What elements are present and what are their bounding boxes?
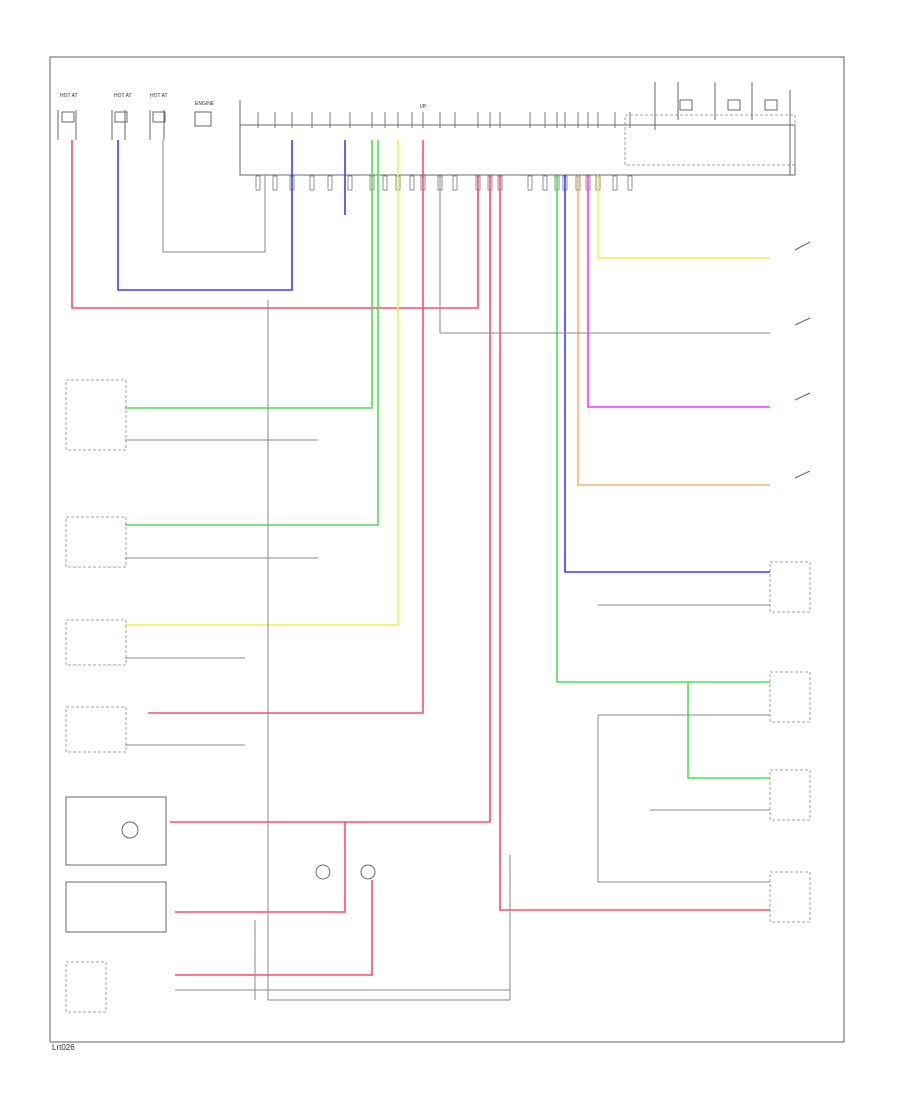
wire-green-group (125, 140, 770, 779)
switch-group-top-right (654, 82, 791, 175)
connector-terminal (309, 175, 315, 191)
connector-terminal (542, 175, 548, 191)
connector-terminal (347, 175, 353, 191)
svg-text:ENGINE: ENGINE (195, 101, 215, 107)
diagram-reference-code: Lrt026 (52, 1043, 75, 1052)
connector-terminal (527, 175, 533, 191)
connector-terminal (382, 175, 388, 191)
svg-text:HOT AT: HOT AT (60, 93, 78, 99)
wire-gray-group (125, 140, 770, 1001)
connector-terminal (452, 175, 458, 191)
connector-terminal (272, 175, 278, 191)
fuse-block-left: HOT AT HOT AT HOT AT ENGINE (57, 93, 215, 140)
right-switch-symbols (769, 241, 811, 923)
wire-magenta-group (587, 175, 770, 408)
connector-terminal (255, 175, 261, 191)
wire-red-group (71, 140, 770, 976)
lamp-symbols (121, 821, 376, 880)
svg-text:I/P: I/P (420, 104, 427, 110)
connector-terminal (612, 175, 618, 191)
wire-blue-group (117, 140, 770, 573)
wire-yellow-group (125, 140, 770, 626)
connector-terminal (627, 175, 633, 191)
svg-text:HOT AT: HOT AT (114, 93, 132, 99)
svg-text:HOT AT: HOT AT (150, 93, 168, 99)
connector-terminal (327, 175, 333, 191)
left-switch-boxes (65, 379, 167, 1013)
central-connector-block: I/P (239, 99, 796, 191)
wire-orange-group (577, 175, 770, 486)
connector-terminal (409, 175, 415, 191)
diagram-frame (49, 56, 845, 1043)
